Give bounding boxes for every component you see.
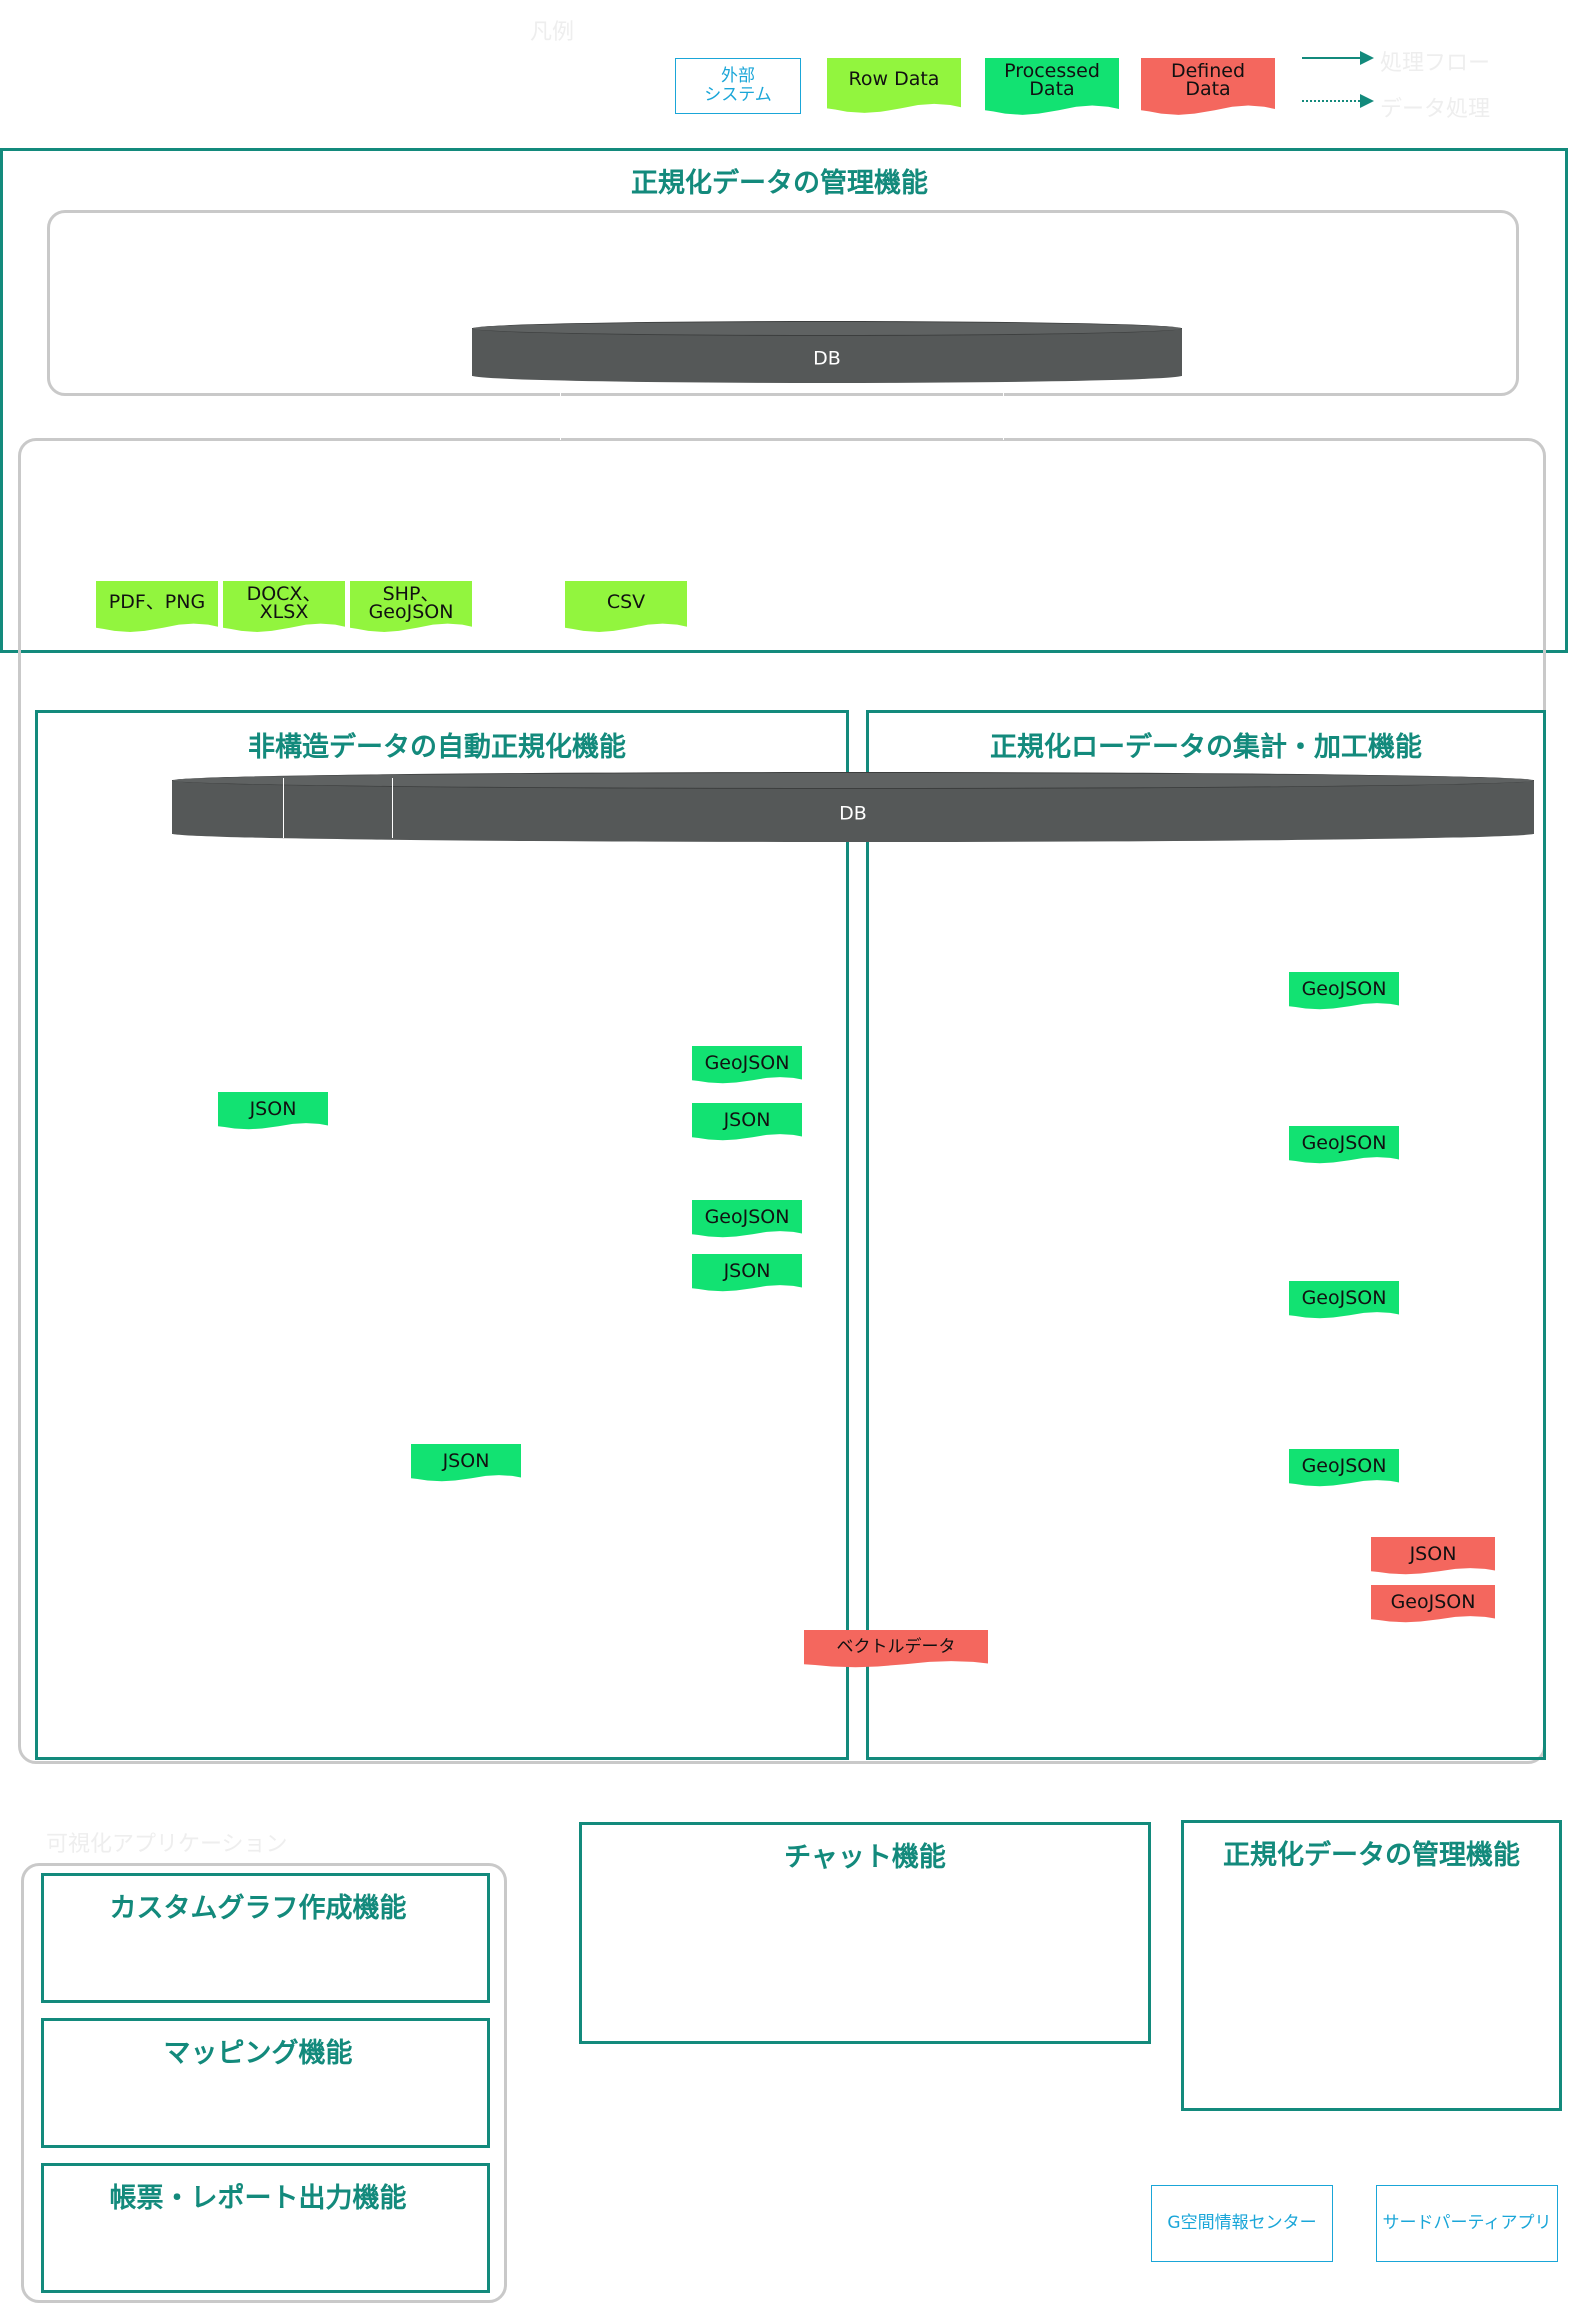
- right-defined-geojson: GeoJSON: [1371, 1585, 1495, 1623]
- top-db-label: DB: [813, 347, 841, 370]
- left-output-json-2-label: JSON: [723, 1109, 771, 1131]
- solid-arrow-icon: [1302, 51, 1374, 65]
- chat-function[interactable]: チャット機能: [579, 1822, 1151, 2044]
- right-output-geojson-1: GeoJSON: [1289, 972, 1399, 1010]
- bottom-management-title: 正規化データの管理機能: [1223, 1840, 1520, 1871]
- raw-input-docx-xlsx: DOCX、 XLSX: [223, 581, 345, 632]
- left-output-geojson-2: GeoJSON: [692, 1200, 802, 1238]
- report-output-app-title: 帳票・レポート出力機能: [109, 2183, 407, 2214]
- report-output-app[interactable]: 帳票・レポート出力機能: [41, 2163, 490, 2293]
- left-output-json-1: JSON: [218, 1092, 328, 1130]
- top-db-cylinder: DB: [472, 321, 1182, 383]
- left-output-json-2: JSON: [692, 1103, 802, 1141]
- legend-external-system: 外部 システム: [675, 58, 801, 114]
- legend-row-data-label: Row Data: [848, 68, 940, 90]
- right-defined-json-label: JSON: [1409, 1543, 1457, 1565]
- top-db-container: [47, 210, 1519, 396]
- mapping-app[interactable]: マッピング機能: [41, 2018, 490, 2148]
- top-management-title: 正規化データの管理機能: [631, 168, 928, 199]
- visualization-group-label: 可視化アプリケーション: [46, 1832, 288, 1857]
- left-output-json-3: JSON: [692, 1254, 802, 1292]
- legend-processed-data-label: Processed Data: [1004, 60, 1100, 100]
- legend-processed-data: Processed Data: [985, 58, 1119, 115]
- legend-process-flow: 処理フロー: [1380, 51, 1491, 76]
- left-output-geojson-2-label: GeoJSON: [704, 1206, 790, 1228]
- raw-input-csv-label: CSV: [606, 591, 646, 613]
- chat-function-title: チャット機能: [784, 1842, 946, 1873]
- raw-input-shp-geojson-label: SHP、 GeoJSON: [368, 583, 454, 623]
- legend-external-system-label: 外部 システム: [704, 66, 772, 105]
- external-g-space-center[interactable]: G空間情報センター: [1151, 2185, 1333, 2262]
- legend-title: 凡例: [530, 20, 575, 45]
- middle-db-cylinder: DB: [172, 772, 1534, 842]
- left-output-json-4-label: JSON: [442, 1450, 490, 1472]
- top-management-frame: 正規化データの管理機能: [0, 148, 1568, 653]
- external-third-party-app[interactable]: サードパーティアプリ: [1376, 2185, 1558, 2262]
- raw-input-pdf-png-label: PDF、PNG: [108, 591, 206, 613]
- legend-row-data: Row Data: [827, 58, 961, 113]
- left-output-json-1-label: JSON: [249, 1098, 297, 1120]
- legend-data-processing: データ処理: [1380, 97, 1491, 122]
- external-third-party-app-label: サードパーティアプリ: [1382, 2213, 1552, 2233]
- middle-db-label: DB: [839, 802, 867, 825]
- raw-input-pdf-png: PDF、PNG: [96, 581, 218, 632]
- raw-input-csv: CSV: [565, 581, 687, 632]
- right-defined-json: JSON: [1371, 1537, 1495, 1575]
- bottom-management-function[interactable]: 正規化データの管理機能: [1181, 1820, 1562, 2111]
- left-output-json-4: JSON: [411, 1444, 521, 1482]
- right-output-geojson-4: GeoJSON: [1289, 1449, 1399, 1487]
- left-output-geojson-1-label: GeoJSON: [704, 1052, 790, 1074]
- vector-data-label: ベクトルデータ: [836, 1637, 956, 1657]
- legend-defined-data-label: Defined Data: [1170, 60, 1246, 100]
- legend-flow-arrows: [1302, 51, 1374, 108]
- right-output-geojson-3: GeoJSON: [1289, 1281, 1399, 1319]
- mapping-app-title: マッピング機能: [163, 2038, 353, 2069]
- left-normalization-panel: 非構造データの自動正規化機能: [35, 710, 849, 1760]
- left-output-json-3-label: JSON: [723, 1260, 771, 1282]
- right-panel-title: 正規化ローデータの集計・加工機能: [990, 732, 1422, 763]
- raw-input-shp-geojson: SHP、 GeoJSON: [350, 581, 472, 632]
- right-output-geojson-1-label: GeoJSON: [1301, 978, 1387, 1000]
- custom-graph-app-title: カスタムグラフ作成機能: [109, 1893, 407, 1924]
- left-panel-title: 非構造データの自動正規化機能: [248, 732, 626, 763]
- visualization-container: [21, 1863, 507, 2303]
- dotted-arrow-icon: [1302, 94, 1374, 108]
- raw-input-docx-xlsx-label: DOCX、 XLSX: [246, 583, 322, 623]
- right-output-geojson-3-label: GeoJSON: [1301, 1287, 1387, 1309]
- right-output-geojson-4-label: GeoJSON: [1301, 1455, 1387, 1477]
- external-g-space-center-label: G空間情報センター: [1167, 2213, 1317, 2233]
- right-aggregation-panel: 正規化ローデータの集計・加工機能: [866, 710, 1546, 1760]
- right-output-geojson-2: GeoJSON: [1289, 1126, 1399, 1164]
- right-output-geojson-2-label: GeoJSON: [1301, 1132, 1387, 1154]
- custom-graph-app[interactable]: カスタムグラフ作成機能: [41, 1873, 490, 2003]
- legend-defined-data: Defined Data: [1141, 58, 1275, 115]
- vector-data: ベクトルデータ: [804, 1630, 988, 1668]
- left-output-geojson-1: GeoJSON: [692, 1046, 802, 1084]
- right-defined-geojson-label: GeoJSON: [1390, 1591, 1476, 1613]
